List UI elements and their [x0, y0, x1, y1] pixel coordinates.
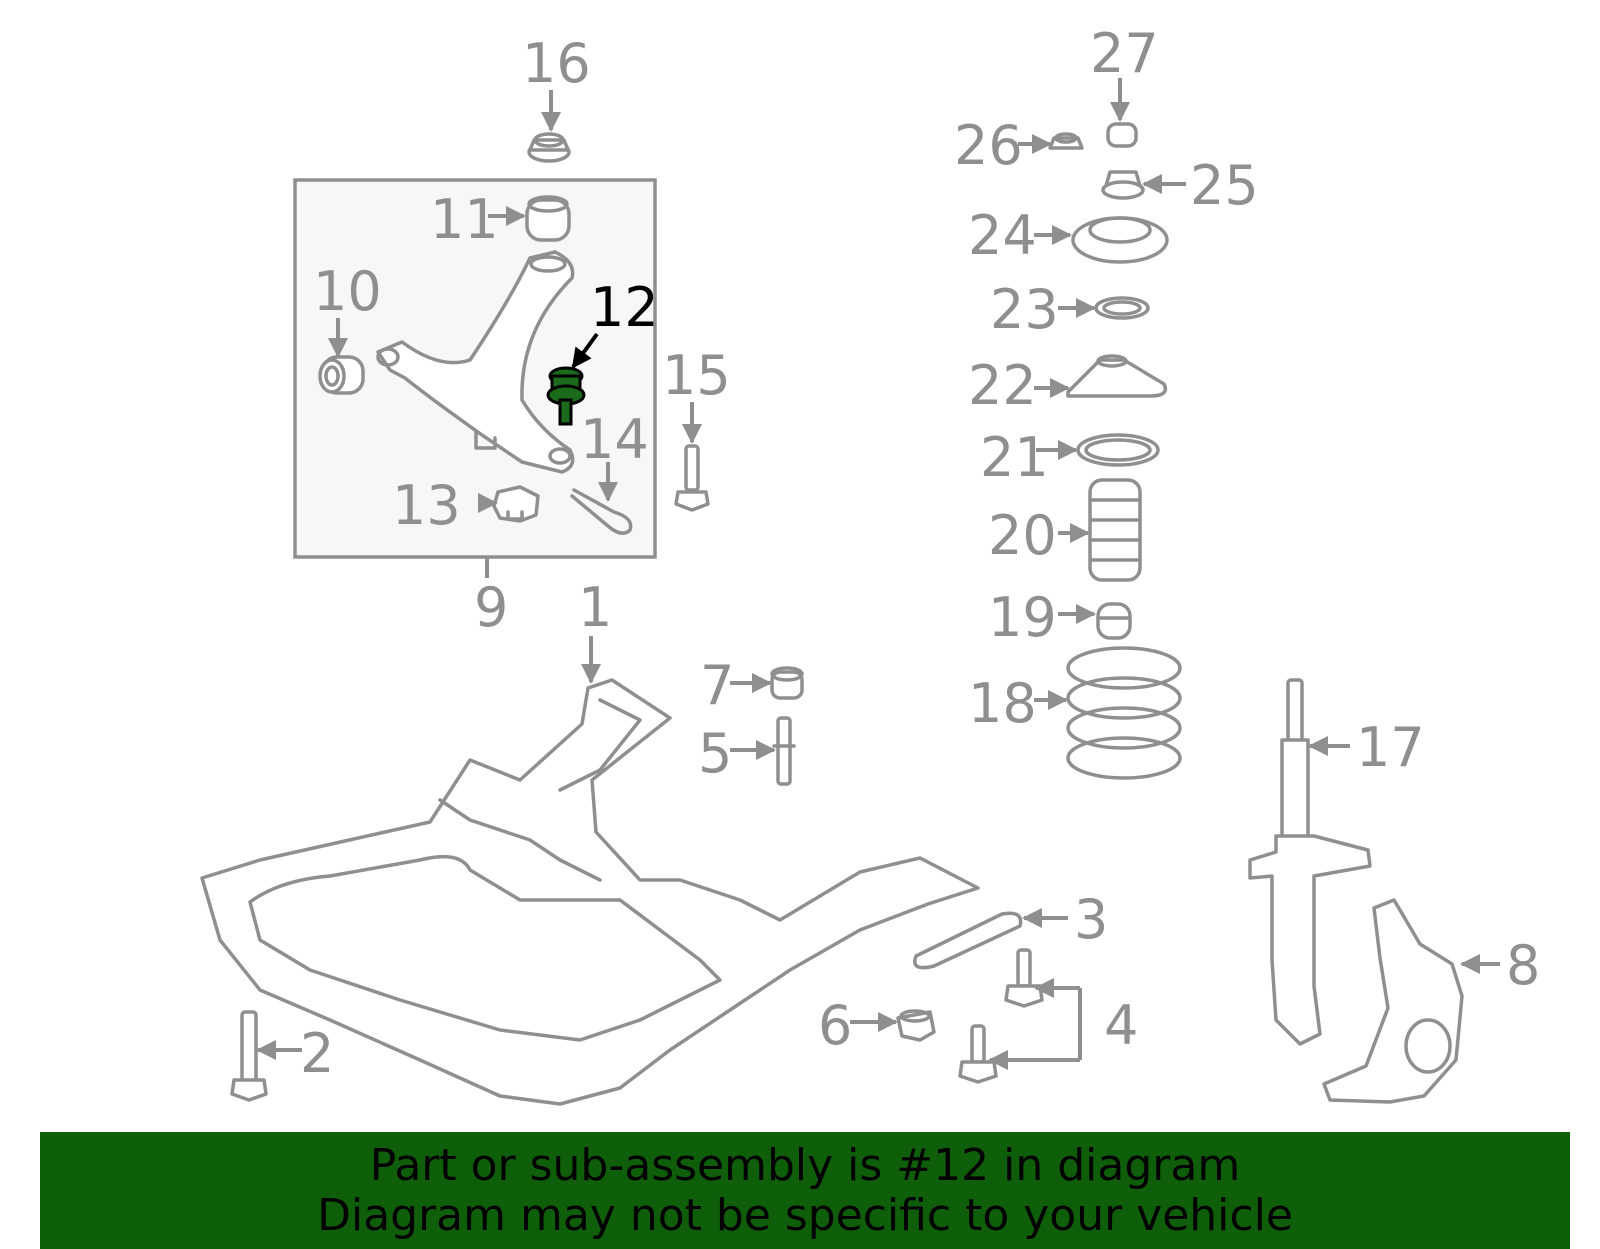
part-4-bolts	[958, 948, 1044, 1084]
callout-26: 26	[954, 114, 1023, 177]
banner-line-2: Diagram may not be specific to your vehi…	[317, 1189, 1293, 1241]
part-8-knuckle	[1322, 898, 1464, 1104]
banner-line-1: Part or sub-assembly is #12 in diagram	[369, 1139, 1241, 1191]
callout-10: 10	[313, 260, 382, 323]
control-arm	[376, 250, 575, 474]
part-20-boot	[1088, 478, 1142, 582]
part-15-bolt	[674, 444, 710, 512]
part-16-nut	[527, 132, 571, 163]
part-18-spring	[1066, 646, 1182, 780]
part-24-mount	[1071, 216, 1169, 264]
callout-5: 5	[698, 722, 732, 785]
callout-25: 25	[1190, 154, 1259, 217]
part-6-bushing	[896, 1009, 936, 1042]
callout-1: 1	[578, 576, 612, 639]
callout-8: 8	[1506, 934, 1540, 997]
leader-arrows	[256, 78, 1500, 1070]
part-17-strut	[1248, 678, 1372, 1046]
part-25-nut	[1101, 170, 1145, 200]
callout-12: 12	[590, 276, 659, 339]
callout-3: 3	[1074, 888, 1108, 951]
part-27-cap	[1106, 122, 1138, 148]
callout-9: 9	[474, 576, 508, 639]
callout-14: 14	[580, 408, 649, 471]
callout-labels: 16 11 10 12 15 14 13 9 1 27 26 25 24 23 …	[300, 22, 1540, 1085]
info-banner: Part or sub-assembly is #12 in diagram D…	[40, 1132, 1570, 1249]
part-3-brace	[913, 911, 1023, 970]
callout-23: 23	[990, 278, 1059, 341]
part-1-subframe	[200, 678, 980, 1106]
info-banner-bg	[40, 1132, 1570, 1249]
callout-15: 15	[662, 344, 731, 407]
part-7-bushing	[770, 666, 804, 700]
callout-7: 7	[700, 654, 734, 717]
part-12-ball-joint	[546, 366, 586, 426]
part-21-insulator	[1076, 433, 1160, 467]
callout-18: 18	[968, 672, 1037, 735]
part-2-bolt	[230, 1010, 268, 1102]
part-19-bumper	[1096, 602, 1132, 640]
callout-20: 20	[988, 504, 1057, 567]
callout-19: 19	[988, 586, 1057, 649]
callout-17: 17	[1356, 716, 1425, 779]
part-14-cotter-pin	[570, 488, 633, 535]
callout-27: 27	[1090, 22, 1159, 85]
callout-21: 21	[980, 426, 1049, 489]
part-10-bushing	[318, 355, 365, 395]
part-22-seat	[1066, 354, 1168, 398]
callout-4: 4	[1104, 994, 1138, 1057]
part-11-bushing	[525, 195, 571, 242]
callout-13: 13	[392, 474, 461, 537]
part-5-stud	[772, 716, 796, 786]
part-26-nut	[1048, 132, 1084, 150]
part-13-nut	[492, 485, 540, 523]
callout-2: 2	[300, 1022, 334, 1085]
callout-11: 11	[430, 188, 499, 251]
part-23-washer	[1094, 296, 1150, 320]
callout-22: 22	[968, 354, 1037, 417]
callout-6: 6	[818, 994, 852, 1057]
callout-24: 24	[968, 204, 1037, 267]
callout-16: 16	[522, 32, 591, 95]
